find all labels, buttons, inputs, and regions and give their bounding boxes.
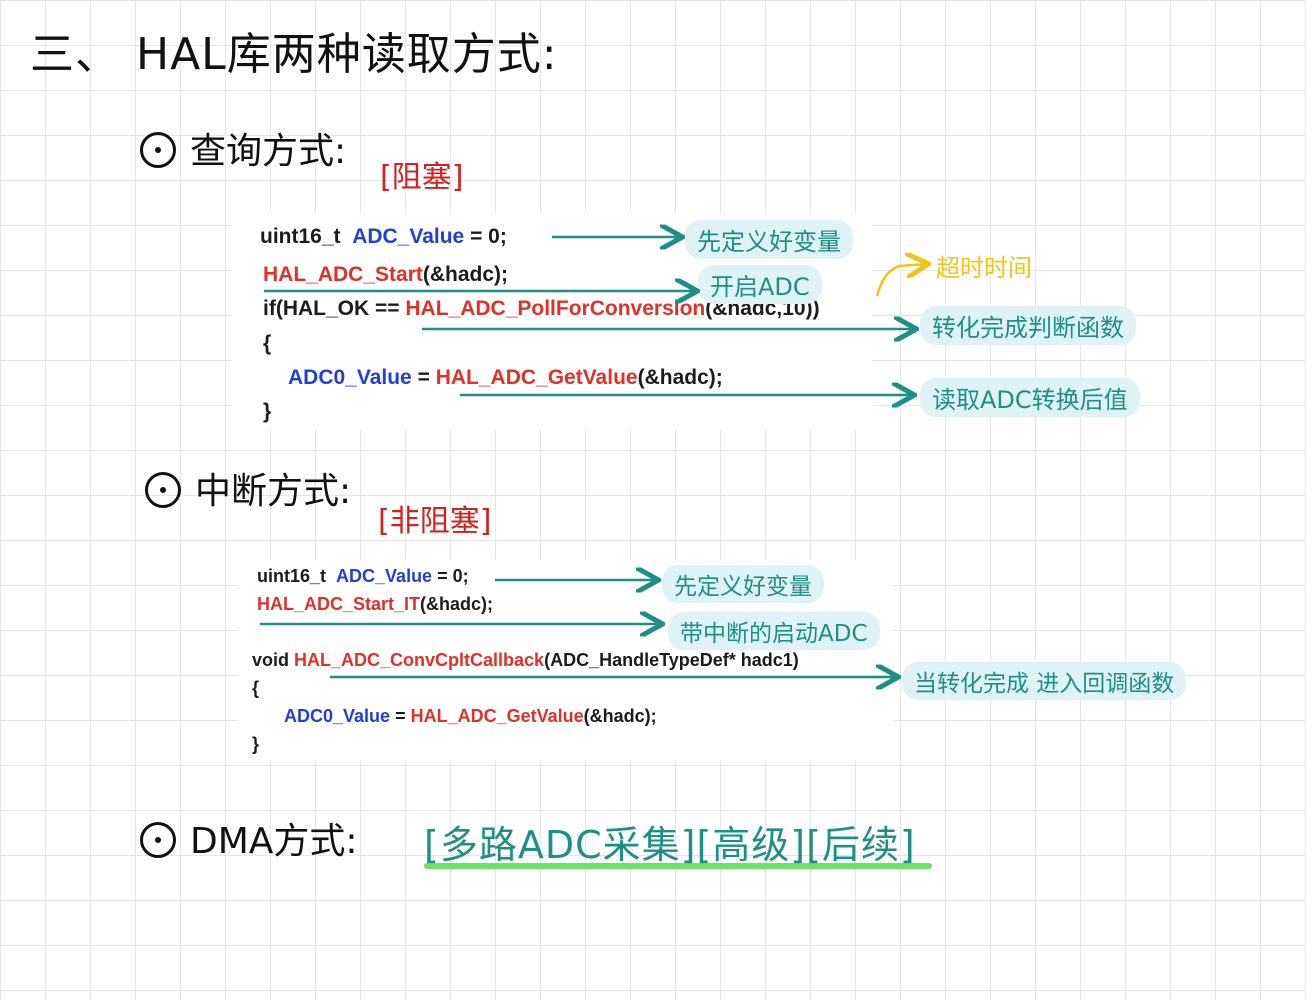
- interrupt-code-line-6: }: [252, 734, 260, 754]
- circle-dot-icon: [140, 132, 176, 168]
- circle-dot-icon: [140, 822, 176, 858]
- interrupt-code-line-5: ADC0_Value = HAL_ADC_GetValue(&hadc);: [284, 706, 657, 726]
- interrupt-nonblocking-tag: [非阻塞]: [378, 504, 492, 539]
- dma-tags: [多路ADC采集][高级][后续]: [424, 823, 916, 867]
- note-start-adc: 开启ADC: [698, 265, 822, 304]
- polling-blocking-tag: [阻塞]: [380, 160, 464, 195]
- note-check-done: 转化完成判断函数: [920, 306, 1136, 345]
- polling-code-line-5: ADC0_Value = HAL_ADC_GetValue(&hadc);: [288, 366, 723, 389]
- interrupt-code-line-4: {: [252, 678, 260, 698]
- polling-code-line-2: HAL_ADC_Start(&hadc);: [263, 263, 509, 286]
- title-text: HAL库两种读取方式:: [136, 29, 558, 80]
- dma-heading-text: DMA方式:: [190, 821, 358, 862]
- note-callback: 当转化完成 进入回调函数: [902, 662, 1187, 700]
- polling-code-line-6: }: [263, 400, 272, 423]
- note-read-value: 读取ADC转换后值: [920, 378, 1140, 417]
- section-polling-heading: 查询方式:: [140, 122, 346, 174]
- interrupt-code-line-2: HAL_ADC_Start_IT(&hadc);: [257, 594, 494, 614]
- polling-code-line-1: uint16_t ADC_Value = 0;: [260, 225, 507, 248]
- interrupt-heading-text: 中断方式:: [195, 471, 352, 512]
- note-timeout: 超时时间: [936, 254, 1032, 282]
- dma-green-highlight: [424, 863, 932, 869]
- polling-code-line-4: {: [263, 332, 272, 355]
- note-define-var-1: 先定义好变量: [685, 220, 853, 259]
- arrow-timeout: [875, 264, 926, 297]
- circle-dot-icon: [145, 472, 181, 508]
- polling-heading-text: 查询方式:: [190, 131, 347, 172]
- note-start-it: 带中断的启动ADC: [668, 612, 880, 650]
- section-dma-heading: DMA方式:: [140, 812, 358, 864]
- section-interrupt-heading: 中断方式:: [145, 462, 351, 514]
- interrupt-code-line-3: void HAL_ADC_ConvCpltCallback(ADC_Handle…: [252, 650, 799, 670]
- page-title: 三、 HAL库两种读取方式:: [30, 18, 558, 82]
- note-define-var-2: 先定义好变量: [662, 565, 824, 603]
- title-number: 三、: [30, 29, 120, 80]
- interrupt-code-line-1: uint16_t ADC_Value = 0;: [257, 566, 469, 586]
